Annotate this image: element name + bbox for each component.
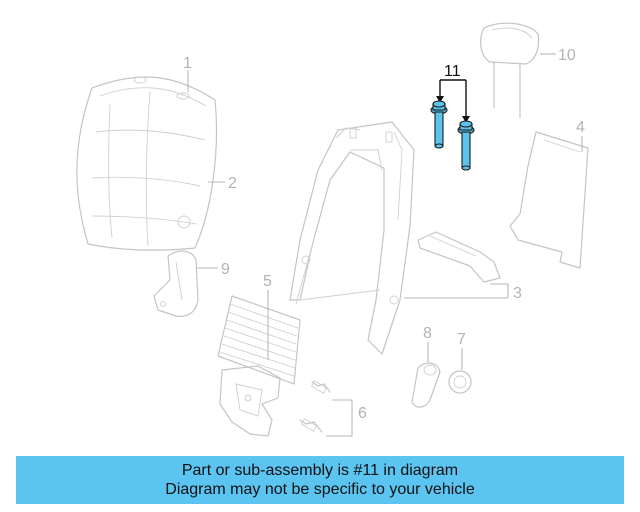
part-8-recliner-handle — [411, 362, 441, 408]
callout-11: 11 — [444, 63, 461, 80]
callout-8: 8 — [423, 325, 432, 342]
part-7-knob — [448, 370, 472, 394]
part-5-lumbar-mat — [217, 295, 301, 437]
parts-diagram: 1 2 9 5 6 — [76, 22, 589, 437]
part-11-bolts — [430, 79, 475, 171]
callout-6: 6 — [358, 405, 367, 422]
info-banner: Part or sub-assembly is #11 in diagram D… — [16, 456, 624, 504]
part-6-cables — [299, 380, 331, 433]
arrow-down-icon — [436, 96, 444, 103]
banner-line-disclaimer: Diagram may not be specific to your vehi… — [165, 481, 475, 498]
arrow-down-icon — [462, 116, 470, 123]
part-1-seat-back-cushion — [76, 76, 218, 251]
part-3-seat-back-frame — [289, 121, 501, 355]
callout-7: 7 — [457, 331, 466, 348]
parts-diagram-svg: 1 2 9 5 6 — [76, 22, 589, 437]
leader-line-6 — [326, 399, 353, 437]
leader-line-3b — [490, 283, 509, 298]
part-4-back-panel — [509, 131, 589, 269]
bolt-left — [430, 100, 448, 149]
part-9-side-trim — [153, 250, 199, 317]
part-10-headrest — [480, 22, 540, 119]
callout-10: 10 — [558, 47, 576, 64]
banner-line-part: Part or sub-assembly is #11 in diagram — [181, 462, 459, 479]
callout-5: 5 — [263, 273, 272, 290]
callout-3: 3 — [513, 285, 522, 302]
callout-2: 2 — [228, 175, 237, 192]
callout-4: 4 — [576, 119, 585, 136]
callout-9: 9 — [221, 261, 230, 278]
bolt-right — [457, 120, 475, 171]
callout-1: 1 — [183, 55, 192, 72]
